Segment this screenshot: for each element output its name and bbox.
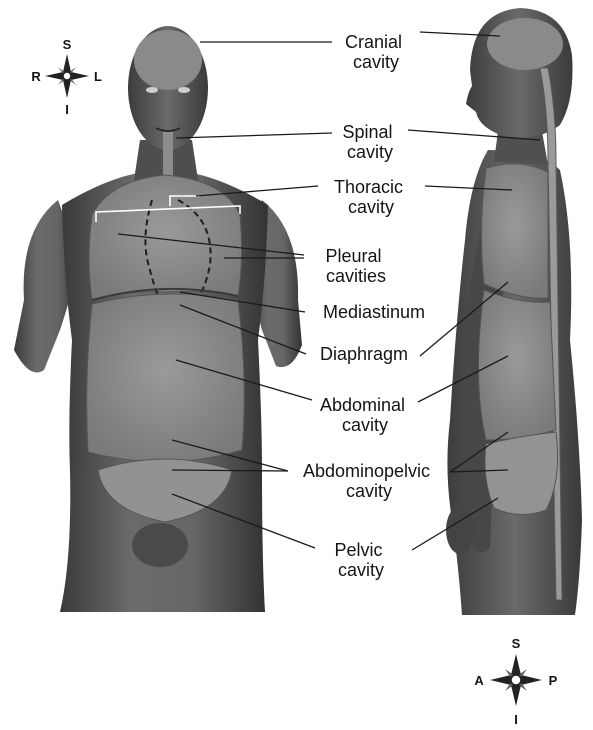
side-thoracic-cavity — [481, 164, 548, 298]
compass-side: S I A P — [474, 636, 557, 727]
label-thoracic-line2: cavity — [348, 197, 394, 217]
compass-side-superior: S — [512, 636, 521, 651]
label-mediastinum-line1: Mediastinum — [323, 302, 425, 322]
label-abdominopelvic: Abdominopelvic cavity — [303, 461, 435, 501]
label-abdominal: Abdominal cavity — [320, 395, 410, 435]
front-cranial-cavity — [134, 30, 202, 90]
front-eye-left — [146, 87, 158, 93]
label-cranial-line2: cavity — [353, 52, 399, 72]
compass-side-inferior: I — [514, 712, 518, 727]
leader-spinal-front — [176, 133, 332, 138]
compass-front-right-side: R — [31, 69, 41, 84]
side-cranial-cavity — [487, 18, 563, 70]
label-thoracic-line1: Thoracic — [334, 177, 403, 197]
label-cranial: Cranial cavity — [345, 32, 407, 72]
label-spinal-line2: cavity — [347, 142, 393, 162]
front-figure — [14, 26, 302, 612]
label-pelvic-line1: Pelvic — [334, 540, 382, 560]
front-abdominal-cavity — [87, 294, 245, 462]
front-eye-right — [178, 87, 190, 93]
label-spinal-line1: Spinal — [342, 122, 392, 142]
compass-side-posterior: P — [549, 673, 558, 688]
label-spinal: Spinal cavity — [342, 122, 397, 162]
label-diaphragm: Diaphragm — [320, 344, 408, 364]
label-abdominal-line1: Abdominal — [320, 395, 405, 415]
compass-front-superior: S — [63, 37, 72, 52]
label-diaphragm-line1: Diaphragm — [320, 344, 408, 364]
compass-front-inferior: I — [65, 102, 69, 117]
label-pelvic-line2: cavity — [338, 560, 384, 580]
label-cranial-line1: Cranial — [345, 32, 402, 52]
compass-front-center — [63, 72, 71, 80]
label-abdominal-line2: cavity — [342, 415, 388, 435]
label-thoracic: Thoracic cavity — [334, 177, 408, 217]
label-abdominopelvic-line1: Abdominopelvic — [303, 461, 430, 481]
side-groin — [446, 506, 474, 554]
compass-front: S I R L — [31, 37, 102, 117]
label-pleural-line1: Pleural — [325, 246, 381, 266]
front-spinal-cavity — [163, 132, 173, 176]
compass-front-left-side: L — [94, 69, 102, 84]
side-pelvic-cavity — [485, 432, 558, 515]
label-abdominopelvic-line2: cavity — [346, 481, 392, 501]
front-groin — [132, 523, 188, 567]
label-pleural: Pleural cavities — [325, 246, 386, 286]
side-figure — [446, 8, 582, 615]
compass-side-anterior: A — [474, 673, 484, 688]
label-pleural-line2: cavities — [326, 266, 386, 286]
compass-side-center — [511, 675, 521, 685]
label-pelvic: Pelvic cavity — [334, 540, 387, 580]
labels: Cranial cavity Spinal cavity Thoracic ca… — [303, 32, 435, 580]
label-mediastinum: Mediastinum — [323, 302, 425, 322]
